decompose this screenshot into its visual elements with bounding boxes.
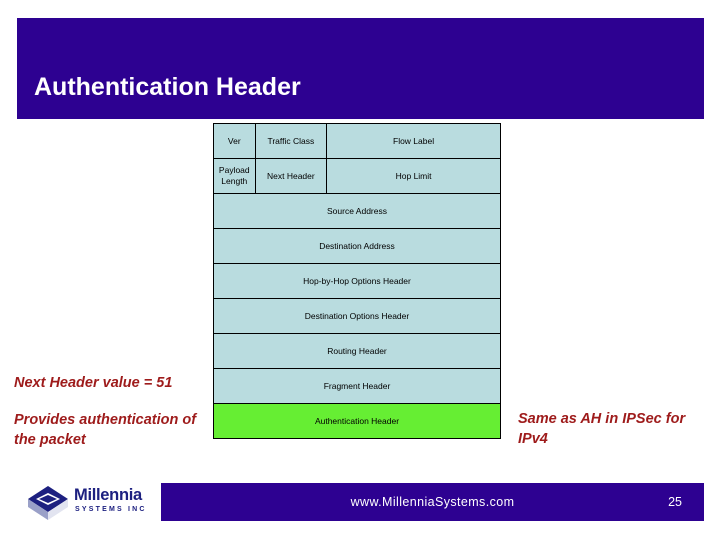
packet-header-row: Authentication Header <box>213 403 501 439</box>
annotation-provides-authentication: Provides authentication of the packet <box>14 412 197 448</box>
annotation-next-header-value: Next Header value = 51 <box>14 375 173 391</box>
packet-field-cell: Traffic Class <box>254 123 328 159</box>
packet-header-row: Fragment Header <box>213 368 501 404</box>
packet-field-cell: Ver <box>213 123 256 159</box>
packet-header-row: Destination Options Header <box>213 298 501 334</box>
packet-field-cell: Flow Label <box>326 123 501 159</box>
packet-field-cell: Next Header <box>254 158 328 194</box>
page-title: Authentication Header <box>34 73 301 101</box>
packet-field-cell: Fragment Header <box>213 368 501 404</box>
company-logo: Millennia SYSTEMS INC <box>26 484 158 522</box>
footer-bar: www.MillenniaSystems.com 25 <box>161 483 704 521</box>
annotation-same-as-ah-ipsec: Same as AH in IPSec for IPv4 <box>518 411 686 447</box>
logo-tagline: SYSTEMS INC <box>75 506 147 513</box>
packet-header-row: Hop-by-Hop Options Header <box>213 263 501 299</box>
footer-url[interactable]: www.MillenniaSystems.com <box>350 495 515 509</box>
packet-field-cell: Hop-by-Hop Options Header <box>213 263 501 299</box>
packet-field-cell: Destination Options Header <box>213 298 501 334</box>
packet-header-row: Destination Address <box>213 228 501 264</box>
page-number: 25 <box>668 495 682 509</box>
packet-header-row: Routing Header <box>213 333 501 369</box>
packet-field-cell: Hop Limit <box>326 158 501 194</box>
packet-field-cell: Source Address <box>213 193 501 229</box>
logo-wordmark: Millennia <box>74 486 142 504</box>
packet-field-cell: Authentication Header <box>213 403 501 439</box>
packet-header-row: Source Address <box>213 193 501 229</box>
packet-field-cell: Routing Header <box>213 333 501 369</box>
title-banner: Authentication Header <box>17 18 704 119</box>
packet-field-cell: Destination Address <box>213 228 501 264</box>
diamond-cube-icon <box>28 486 68 520</box>
packet-field-cell: Payload Length <box>213 158 256 194</box>
